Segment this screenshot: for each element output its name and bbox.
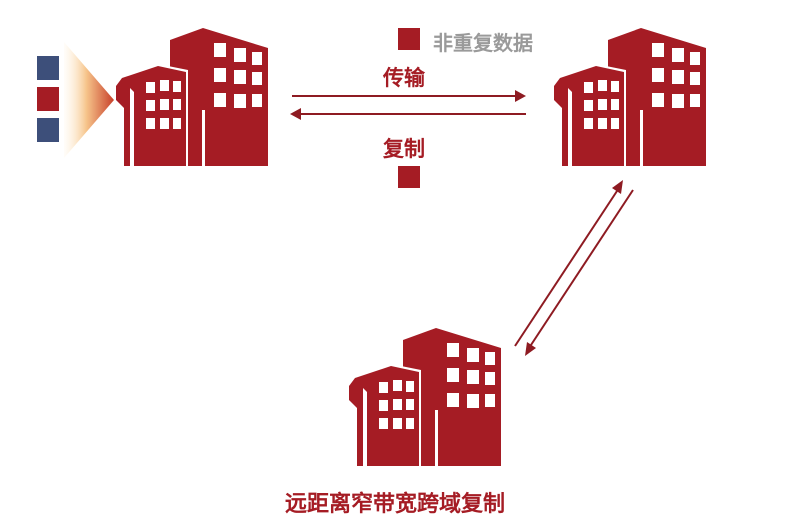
transfer-arrows <box>290 90 526 120</box>
target-building <box>548 28 708 168</box>
replication-arrows <box>514 180 634 356</box>
data-block-navy <box>37 118 59 142</box>
transfer-label: 传输 <box>383 66 425 90</box>
data-flow-glow <box>64 42 114 158</box>
remote-building <box>343 328 503 468</box>
office-building-icon <box>113 28 268 166</box>
office-building-icon <box>551 28 706 166</box>
replicate-label: 复制 <box>383 137 425 161</box>
legend-swatch <box>398 28 420 50</box>
unique-data-block <box>398 166 420 188</box>
data-block-red <box>37 87 59 111</box>
office-building-icon <box>346 328 501 466</box>
source-building <box>110 28 270 168</box>
legend-label: 非重复数据 <box>433 31 533 55</box>
data-block-navy <box>37 56 59 80</box>
diagram-caption: 远距离窄带宽跨域复制 <box>285 492 506 517</box>
